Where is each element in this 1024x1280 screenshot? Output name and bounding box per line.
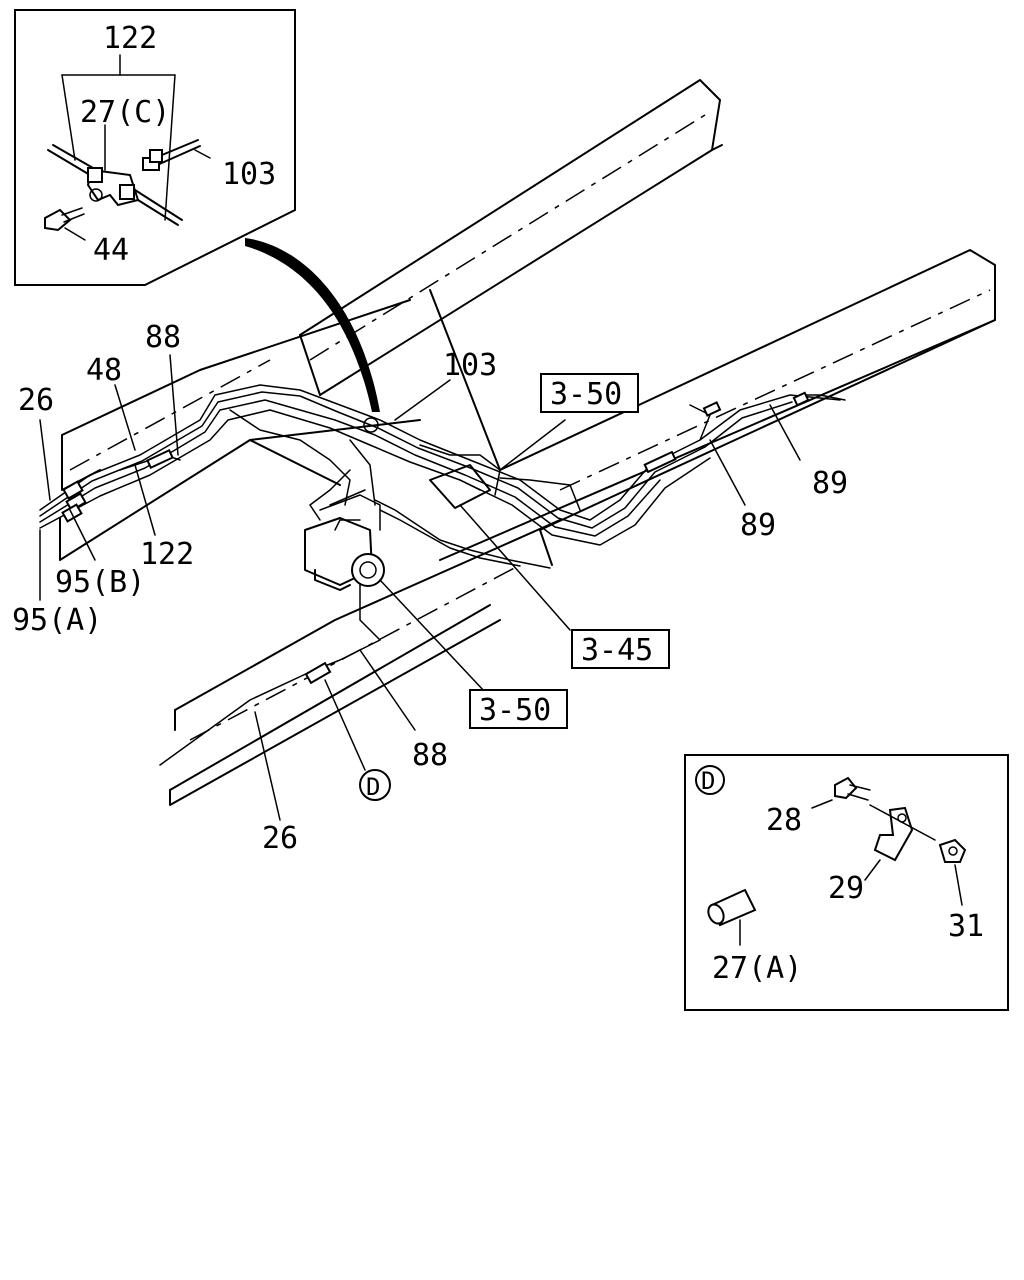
pipe-clips bbox=[146, 391, 810, 685]
ref-box-3-50-bottom bbox=[469, 689, 568, 729]
ref-3-50-bottom: 3-50 bbox=[479, 693, 551, 728]
brake-pipe-bundle bbox=[39, 384, 846, 766]
left-pipe-unions bbox=[61, 480, 87, 523]
label-122: 122 bbox=[140, 537, 194, 572]
label-88-bottom: 88 bbox=[412, 738, 448, 773]
inset-top-left: 122 27(C) 103 44 bbox=[14, 9, 296, 286]
detail-label-29: 29 bbox=[828, 871, 864, 906]
leader-lines bbox=[39, 354, 801, 821]
ref-3-45: 3-45 bbox=[581, 633, 653, 668]
proportioning-valve bbox=[429, 464, 491, 509]
inset-label-44: 44 bbox=[93, 233, 129, 268]
inset-label-103: 103 bbox=[222, 157, 276, 192]
label-95a: 95(A) bbox=[12, 603, 102, 638]
label-26-left: 26 bbox=[18, 383, 54, 418]
label-103: 103 bbox=[443, 348, 497, 383]
label-95b: 95(B) bbox=[55, 565, 145, 600]
label-48: 48 bbox=[86, 353, 122, 388]
inset-pointer-arrow bbox=[245, 238, 380, 412]
detail-label-28: 28 bbox=[766, 803, 802, 838]
ref-box-3-45 bbox=[571, 629, 670, 669]
ref-3-50-top: 3-50 bbox=[550, 377, 622, 412]
label-88-top: 88 bbox=[145, 320, 181, 355]
inset-detail-d: D 28 29 31 27(A) bbox=[684, 754, 1009, 1011]
inset-label-122: 122 bbox=[103, 21, 157, 56]
label-26-bottom: 26 bbox=[262, 821, 298, 856]
label-89-mid: 89 bbox=[740, 508, 776, 543]
main-labels: 26 48 88 103 3-50 89 89 122 95(B) 95(A) … bbox=[12, 320, 848, 856]
upper-frame-rail bbox=[299, 79, 723, 396]
detail-label-27a: 27(A) bbox=[712, 951, 802, 986]
detail-d-marker: D bbox=[366, 773, 380, 801]
label-89-right: 89 bbox=[812, 466, 848, 501]
detail-label-31: 31 bbox=[948, 909, 984, 944]
detail-d-title: D bbox=[701, 767, 715, 795]
ref-box-3-50-top bbox=[540, 373, 639, 413]
detail-d-marker-circle bbox=[359, 769, 391, 801]
inset-label-27c: 27(C) bbox=[80, 95, 170, 130]
hydraulic-unit bbox=[304, 417, 385, 591]
